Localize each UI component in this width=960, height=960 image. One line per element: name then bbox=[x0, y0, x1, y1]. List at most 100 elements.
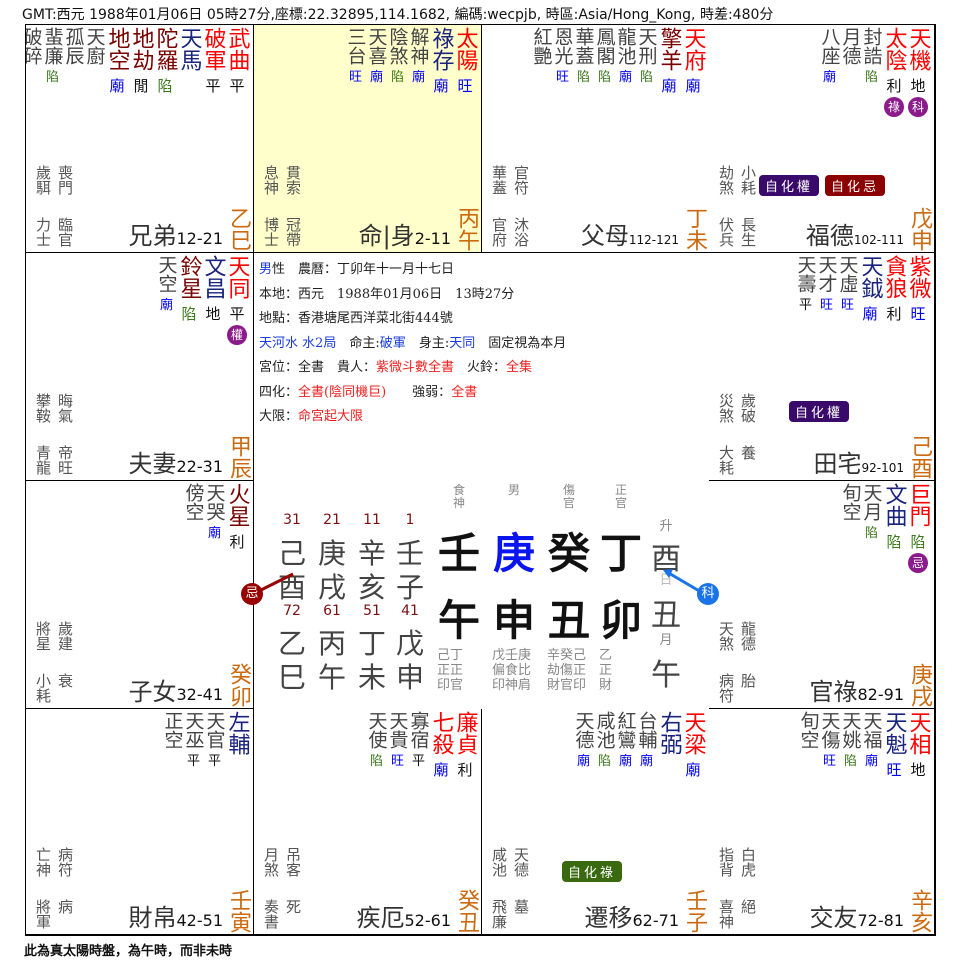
palace-name[interactable]: 福德102-111 bbox=[805, 222, 904, 250]
star[interactable]: 祿存廟 bbox=[429, 27, 454, 95]
star[interactable]: 鳳閣陷 bbox=[594, 27, 616, 95]
star[interactable]: 月德 bbox=[840, 27, 862, 117]
star[interactable]: 右弼 bbox=[657, 711, 682, 779]
star[interactable]: 文昌地 bbox=[201, 255, 226, 345]
star[interactable]: 天廚 bbox=[84, 27, 106, 95]
star[interactable]: 天巫平 bbox=[183, 711, 205, 771]
palace-name[interactable]: 交友72-81 bbox=[809, 904, 905, 932]
star[interactable]: 天梁廟 bbox=[681, 711, 706, 779]
star[interactable]: 天同平權 bbox=[225, 255, 250, 345]
star[interactable]: 天鉞廟 bbox=[858, 255, 883, 323]
star[interactable]: 孤辰 bbox=[63, 27, 85, 95]
star[interactable]: 鈴星陷 bbox=[177, 255, 202, 345]
star[interactable]: 廉貞利 bbox=[453, 711, 478, 779]
palace-wei[interactable]: 天府廟擎羊廟天刑陷龍池廟鳳閣陷華蓋陷恩光旺紅艷華蓋官符官府沐浴父母112-121… bbox=[482, 25, 710, 253]
star[interactable]: 蜚廉陷 bbox=[42, 27, 64, 95]
star[interactable]: 台輔廟 bbox=[636, 711, 658, 779]
star[interactable]: 天月陷 bbox=[861, 483, 883, 573]
star[interactable]: 旬空 bbox=[798, 711, 820, 779]
daxian-link[interactable]: 命宮起大限 bbox=[298, 409, 364, 424]
star[interactable]: 紅鸞廟 bbox=[615, 711, 637, 779]
star[interactable]: 八座廟 bbox=[819, 27, 841, 117]
star[interactable]: 天傷旺 bbox=[819, 711, 841, 779]
star[interactable]: 咸池陷 bbox=[594, 711, 616, 779]
sihua-link[interactable]: 全書(陰同機巨) bbox=[298, 384, 387, 400]
palace-name[interactable]: 兄弟12-21 bbox=[128, 222, 224, 250]
star[interactable]: 天府廟 bbox=[681, 27, 706, 95]
star[interactable]: 封誥陷 bbox=[861, 27, 883, 117]
star-brightness: 陷 bbox=[597, 70, 611, 85]
palace-name[interactable]: 命|身2-11 bbox=[358, 222, 451, 250]
star[interactable]: 天馬 bbox=[177, 27, 202, 95]
palace-name[interactable]: 疾厄52-61 bbox=[356, 904, 452, 932]
palace-name[interactable]: 夫妻22-31 bbox=[128, 450, 224, 478]
star[interactable]: 七殺廟 bbox=[429, 711, 454, 779]
star[interactable]: 龍池廟 bbox=[615, 27, 637, 95]
star-brightness: 平 bbox=[229, 305, 245, 323]
star[interactable]: 天壽平 bbox=[795, 255, 817, 323]
star[interactable]: 破軍平 bbox=[201, 27, 226, 95]
star[interactable]: 火星利 bbox=[225, 483, 250, 551]
star[interactable]: 破碎 bbox=[26, 27, 43, 95]
star[interactable]: 天官平 bbox=[204, 711, 226, 771]
star[interactable]: 華蓋陷 bbox=[573, 27, 595, 95]
star[interactable]: 天機地科 bbox=[906, 27, 931, 117]
star[interactable]: 天空廟 bbox=[156, 255, 178, 345]
palace-name[interactable]: 官祿82-91 bbox=[809, 678, 905, 706]
star[interactable]: 文曲陷 bbox=[882, 483, 907, 573]
palace-name[interactable]: 田宅92-101 bbox=[813, 450, 904, 478]
star[interactable]: 天刑陷 bbox=[636, 27, 658, 95]
palace-name[interactable]: 遷移62-71 bbox=[584, 904, 680, 932]
palace-name[interactable]: 財帛42-51 bbox=[128, 904, 224, 932]
star[interactable]: 太陰利祿 bbox=[882, 27, 907, 117]
star[interactable]: 天使陷 bbox=[366, 711, 388, 779]
star[interactable]: 天姚陷 bbox=[840, 711, 862, 779]
huoling-link[interactable]: 全集 bbox=[506, 360, 533, 375]
star[interactable]: 解神廟 bbox=[408, 27, 430, 95]
star[interactable]: 太陽旺 bbox=[453, 27, 478, 95]
dayun-stem: 丙 bbox=[317, 627, 346, 660]
star[interactable]: 天貴旺 bbox=[387, 711, 409, 779]
star[interactable]: 紫微旺 bbox=[906, 255, 931, 323]
star[interactable]: 貪狼利 bbox=[882, 255, 907, 323]
star[interactable]: 天哭廟 bbox=[204, 483, 226, 551]
qiangruo-link[interactable]: 全書 bbox=[451, 384, 478, 400]
star[interactable]: 旬空 bbox=[840, 483, 862, 573]
guiren-link[interactable]: 紫微斗數全書 bbox=[376, 360, 455, 375]
star[interactable]: 天德廟 bbox=[573, 711, 595, 779]
star[interactable]: 紅艷 bbox=[531, 27, 553, 95]
star[interactable]: 地劫閒 bbox=[129, 27, 154, 95]
star[interactable]: 正空 bbox=[162, 711, 184, 771]
star[interactable]: 天相地 bbox=[906, 711, 931, 779]
palace-name[interactable]: 子女32-41 bbox=[128, 678, 224, 706]
star[interactable]: 天喜廟 bbox=[366, 27, 388, 95]
star[interactable]: 恩光旺 bbox=[552, 27, 574, 95]
palace-si[interactable]: 武曲平破軍平天馬陀羅陷地劫閒地空廟天廚孤辰蜚廉陷破碎歲駬喪門力士臨官兄弟12-2… bbox=[26, 25, 254, 253]
palace-name[interactable]: 父母112-121 bbox=[580, 222, 679, 250]
star[interactable]: 傍空 bbox=[183, 483, 205, 551]
star[interactable]: 寡宿平 bbox=[408, 711, 430, 779]
star[interactable]: 天虛旺 bbox=[837, 255, 859, 323]
star[interactable]: 擎羊廟 bbox=[657, 27, 682, 95]
star[interactable]: 陀羅陷 bbox=[153, 27, 178, 95]
star[interactable]: 天魁旺 bbox=[882, 711, 907, 779]
star[interactable]: 天才旺 bbox=[816, 255, 838, 323]
star[interactable]: 左輔 bbox=[225, 711, 250, 771]
star[interactable]: 三台旺 bbox=[345, 27, 367, 95]
star-name: 武曲 bbox=[224, 27, 250, 71]
star[interactable]: 巨門陷忌 bbox=[906, 483, 931, 573]
star[interactable]: 陰煞陷 bbox=[387, 27, 409, 95]
star[interactable]: 地空廟 bbox=[105, 27, 130, 95]
star[interactable]: 天福廟 bbox=[861, 711, 883, 779]
star[interactable]: 武曲平 bbox=[224, 27, 250, 95]
